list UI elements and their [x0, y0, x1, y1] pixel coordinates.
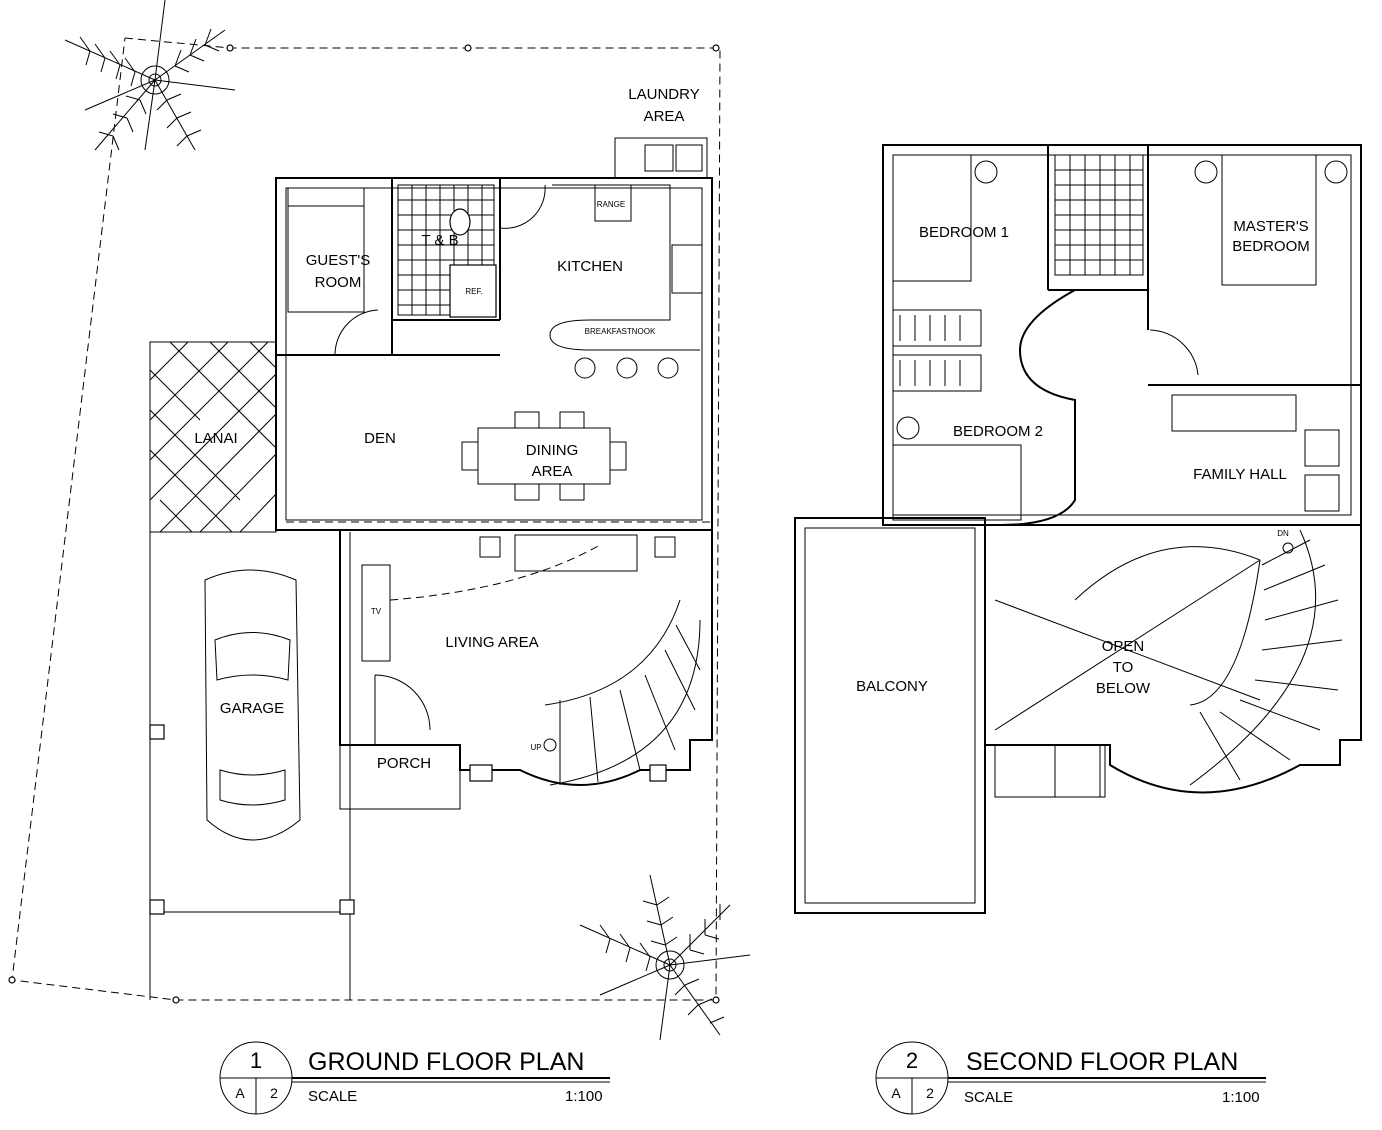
tv-label: TV	[371, 607, 382, 616]
ref-label: REF.	[465, 287, 482, 296]
open-to-below-label: BELOW	[1096, 680, 1151, 697]
scale-label: SCALE	[308, 1088, 357, 1105]
property-line	[11, 37, 721, 1001]
tb-label: T & B	[421, 232, 458, 249]
sheet-letter: A	[235, 1085, 245, 1101]
up-label: UP	[530, 743, 541, 752]
dining-area-label: DINING	[526, 442, 579, 459]
lanai-label: LANAI	[194, 430, 237, 447]
laundry-label: AREA	[644, 108, 685, 125]
masters-bedroom-label: BEDROOM	[1232, 238, 1310, 255]
ground-floor-plan	[8, 0, 751, 1041]
porch-label: PORCH	[377, 755, 431, 772]
laundry-label: LAUNDRY	[628, 86, 699, 103]
range-label: RANGE	[597, 200, 625, 209]
scale-value: 1:100	[1222, 1089, 1260, 1106]
dining-area-label: AREA	[532, 463, 573, 480]
open-to-below-label: TO	[1113, 659, 1134, 676]
bedroom2-label: BEDROOM 2	[953, 423, 1043, 440]
second-floor-title-block: 2 A 2 SECOND FLOOR PLAN SCALE 1:100	[875, 1041, 1266, 1115]
garage-label: GARAGE	[220, 700, 284, 717]
plan-title: SECOND FLOOR PLAN	[966, 1048, 1238, 1076]
breakfast-nook-label: BREAKFASTNOOK	[585, 327, 656, 336]
bedroom1-label: BEDROOM 1	[919, 224, 1009, 241]
palm-tree-icon	[64, 0, 236, 151]
guest-room-label: GUEST'S	[306, 252, 371, 269]
title-number: 1	[250, 1048, 262, 1073]
scale-label: SCALE	[964, 1089, 1013, 1106]
scale-value: 1:100	[565, 1088, 603, 1105]
plan-title: GROUND FLOOR PLAN	[308, 1048, 584, 1076]
open-to-below-label: OPEN	[1102, 638, 1145, 655]
ground-floor-title-block: 1 A 2 GROUND FLOOR PLAN SCALE 1:100	[219, 1041, 610, 1115]
sheet-number: 2	[270, 1085, 278, 1101]
sheet-number: 2	[926, 1085, 934, 1101]
den-label: DEN	[364, 430, 396, 447]
masters-bedroom-label: MASTER'S	[1233, 218, 1308, 235]
balcony-label: BALCONY	[856, 678, 928, 695]
second-floor-plan	[794, 144, 1362, 914]
kitchen-label: KITCHEN	[557, 258, 623, 275]
car-icon	[204, 569, 301, 841]
family-hall-label: FAMILY HALL	[1193, 466, 1287, 483]
sheet-letter: A	[891, 1085, 901, 1101]
title-number: 2	[906, 1048, 918, 1073]
living-area-label: LIVING AREA	[445, 634, 538, 651]
guest-room-label: ROOM	[315, 274, 362, 291]
palm-tree-icon	[579, 874, 751, 1041]
dn-label: DN	[1277, 529, 1289, 538]
